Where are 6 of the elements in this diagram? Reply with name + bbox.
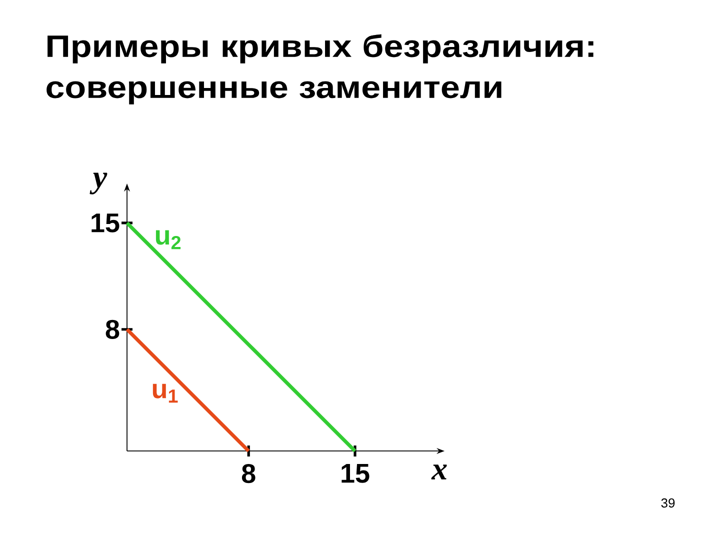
line-label: u$_{2}$ <box>156 230 181 250</box>
y-axis-title: y <box>90 172 108 194</box>
line-label: u$_{1}$ <box>152 384 178 403</box>
title: Примеры кривых безразличия: совершенные заменители <box>46 34 594 104</box>
page-number: 39 <box>661 498 675 508</box>
x-axis-title: x <box>431 464 447 480</box>
